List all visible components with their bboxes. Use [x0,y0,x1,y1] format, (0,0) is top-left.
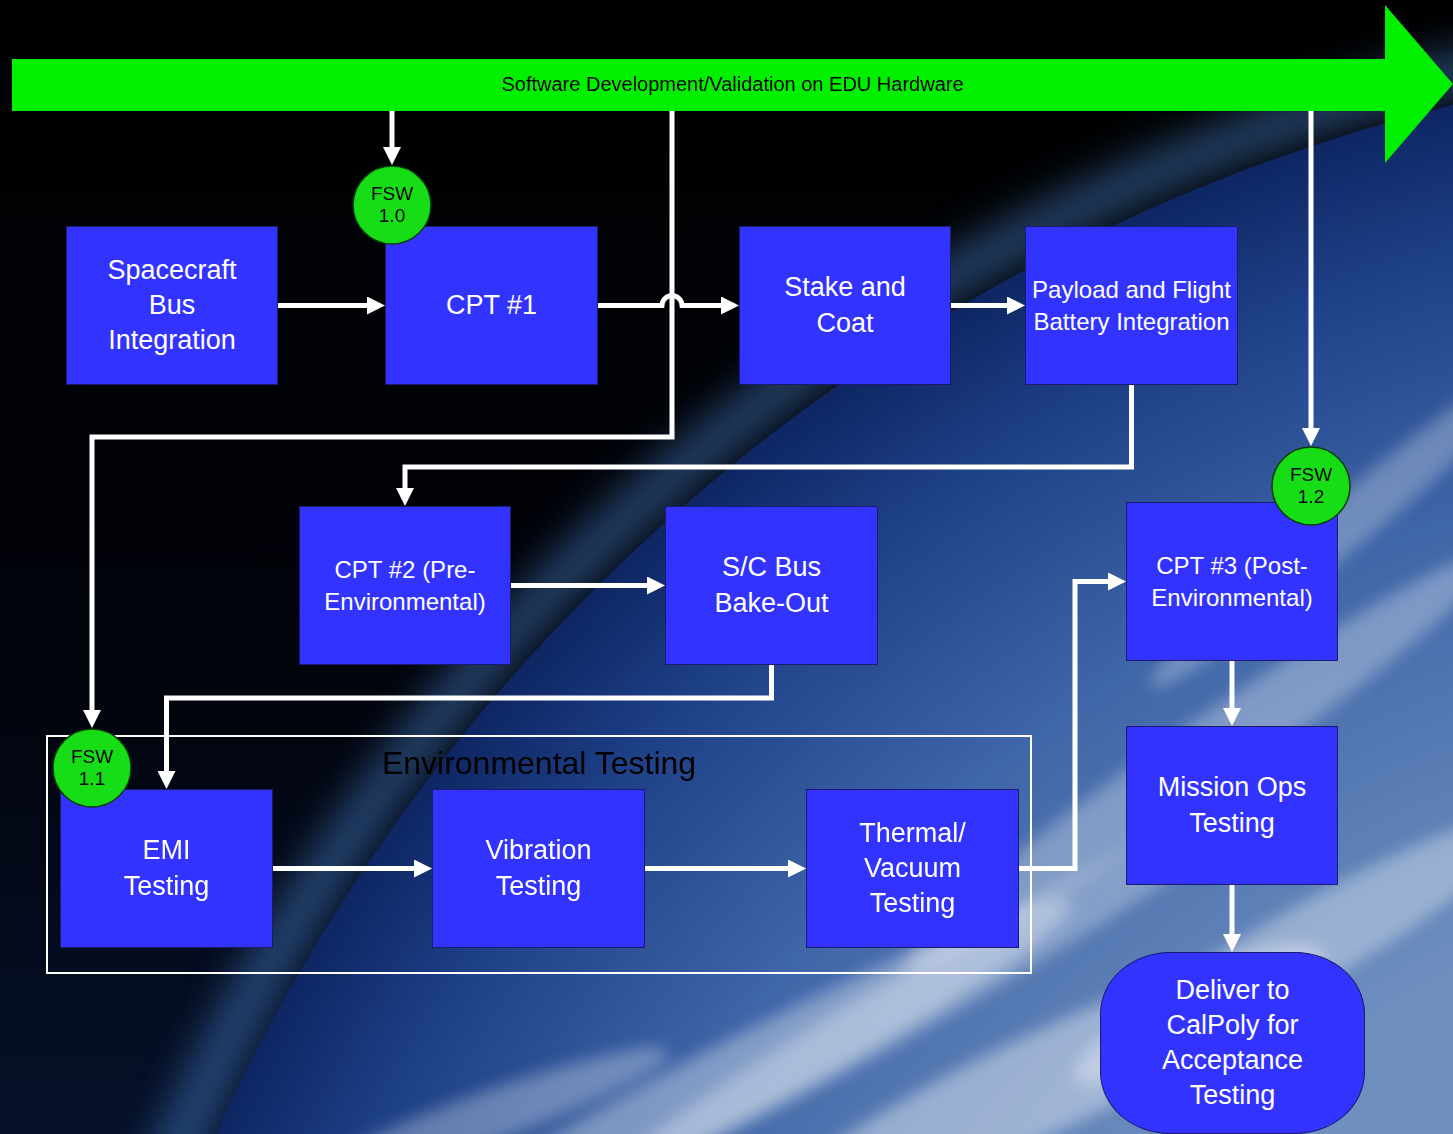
flow-arrow [598,296,729,306]
circle-outline [1272,447,1350,525]
flow-arrow [511,583,655,588]
node-label: CPT #3 (Post- Environmental) [1130,550,1335,612]
group-title: Environmental Testing [382,743,696,785]
process-band: Software Development/Validation on EDU H… [12,5,1453,163]
circle-outline [53,729,131,807]
flow-arrow [405,385,1132,496]
flow-arrow [278,303,375,308]
node-label: Vibration Testing [469,833,609,903]
node-label: FSW 1.0 [369,183,415,227]
earth [50,50,1453,1134]
process-box: Vibration Testing [432,789,645,948]
version-circle: FSW 1.2 [1271,446,1351,526]
flow-arrow [1230,885,1235,942]
flow-arrow [951,303,1015,308]
process-box: CPT #1 [385,226,598,385]
node-label: Stake and Coat [770,270,920,340]
flow-arrow [645,866,796,871]
node-label: Thermal/ Vacuum Testing [848,816,978,921]
version-circle: FSW 1.1 [52,728,132,808]
node-label: FSW 1.1 [69,746,115,790]
atmosphere-glow [20,20,1453,1134]
node-label: FSW 1.2 [1288,464,1334,508]
flow-arrow [92,111,672,718]
flow-arrow [390,111,395,155]
node-label: Mission Ops Testing [1147,770,1317,840]
node-label: Deliver to CalPoly for Acceptance Testin… [1153,973,1313,1113]
node-label: CPT #1 [446,288,537,323]
node-label: Spacecraft Bus Integration [87,253,257,358]
circle-outline [353,166,431,244]
arrow-band-outline [12,5,1453,163]
terminal-box: Deliver to CalPoly for Acceptance Testin… [1100,952,1365,1134]
node-label: Payload and Flight Battery Integration [1032,274,1232,336]
process-box: Payload and Flight Battery Integration [1025,226,1238,385]
flow-arrow [273,866,422,871]
node-label: EMI Testing [107,833,227,903]
process-box: Mission Ops Testing [1126,726,1338,885]
node-label: Software Development/Validation on EDU H… [501,71,963,97]
cloud [284,1028,677,1134]
process-box: CPT #2 (Pre- Environmental) [299,506,511,665]
node-label: CPT #2 (Pre- Environmental) [303,554,508,616]
process-box: CPT #3 (Post- Environmental) [1126,502,1338,661]
node-label: S/C Bus Bake-Out [687,550,857,620]
flow-arrow [1019,582,1116,869]
group-frame: Environmental Testing FSW 1.1EMI Testing V… [46,735,1032,974]
process-box: Spacecraft Bus Integration [66,226,278,385]
process-box: S/C Bus Bake-Out [665,506,878,665]
process-box: Thermal/ Vacuum Testing [806,789,1019,948]
version-circle: FSW 1.0 [352,165,432,245]
process-box: Stake and Coat [739,226,951,385]
clouds [284,334,1453,1134]
flow-arrow [1309,111,1314,436]
process-box: EMI Testing [60,789,273,948]
flow-arrow [1230,661,1235,716]
